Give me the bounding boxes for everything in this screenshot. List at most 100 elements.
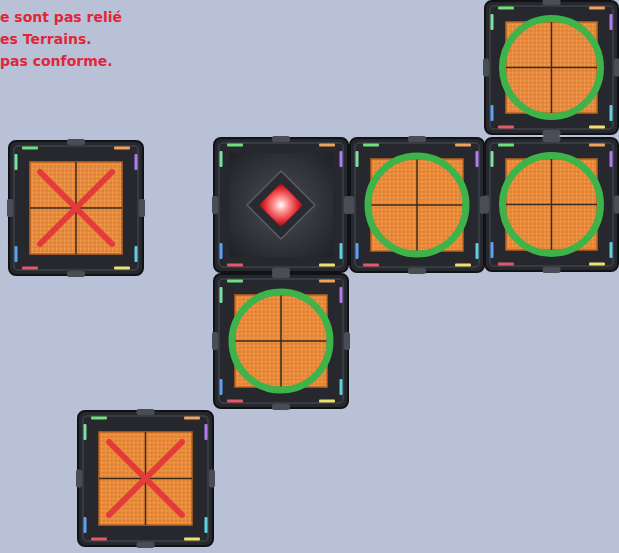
invalid-cross [40,172,112,244]
terrain-divider [506,67,597,69]
edge-notch [543,0,561,5]
edge-notch [209,470,215,488]
edge-notch [137,542,155,548]
tile-bevel [14,146,138,270]
edge-light [91,417,107,420]
valid-circle [232,292,330,390]
tile-frame [214,274,348,408]
label-group: e sont pas reliées Terrains.pas conforme… [0,6,122,72]
edge-light [15,246,18,262]
valid-circle [503,156,601,254]
edge-light [455,264,471,267]
edge-light [610,14,613,30]
terrain-tile [7,139,145,277]
edge-notch [344,332,350,350]
edge-notch [483,59,489,77]
base-diamond [247,171,315,239]
edge-notch [137,409,155,415]
tile-bevel [83,416,208,541]
edge-light [455,144,471,147]
terrain-tile [212,136,350,274]
edge-light [84,424,87,440]
edge-light [84,517,87,533]
edge-light [476,151,479,167]
orange-terrain [30,162,122,254]
tile-frame [214,138,348,272]
edge-light [319,144,335,147]
terrain-tile [212,272,350,410]
edge-notch [7,199,13,217]
edge-light [220,151,223,167]
edge-light [340,243,343,259]
edge-notch [408,136,426,142]
edge-light [610,105,613,121]
tile-bevel [355,143,479,267]
edge-light [340,287,343,303]
edge-light [227,264,243,267]
edge-notch [543,136,561,142]
edge-notch [483,196,489,214]
edge-light [589,263,605,266]
tile-frame [350,138,484,272]
edge-light [205,517,208,533]
terrain-tile [483,0,619,136]
edge-light [227,280,243,283]
edge-light [363,264,379,267]
edge-notch [139,199,145,217]
edge-notch [348,196,354,214]
edge-light [319,400,335,403]
edge-light [498,263,514,266]
edge-light [340,379,343,395]
edge-light [491,105,494,121]
base-panel [229,153,333,257]
edge-light [589,126,605,129]
edge-light [610,151,613,167]
edge-light [491,242,494,258]
tile-frame [78,411,213,546]
edge-light [205,424,208,440]
note-text: pas conforme. [0,50,122,72]
valid-circle [503,19,601,117]
edge-notch [543,130,561,136]
edge-light [589,7,605,10]
edge-notch [408,268,426,274]
tile-frame [9,141,143,275]
tile-frame [485,1,618,134]
edge-light [340,151,343,167]
edge-light [491,151,494,167]
edge-light [491,14,494,30]
edge-light [610,242,613,258]
edge-notch [212,196,218,214]
orange-terrain [506,22,597,113]
edge-notch [67,139,85,145]
terrain-divider [235,340,327,342]
edge-notch [272,272,290,278]
red-gem [259,183,303,227]
edge-light [114,267,130,270]
valid-circle [368,156,466,254]
tile-bevel [219,279,343,403]
edge-light [498,126,514,129]
note-text: es Terrains. [0,28,122,50]
edge-light [498,7,514,10]
orange-terrain [506,159,597,250]
edge-notch [614,59,619,77]
terrain-tile [348,136,486,274]
edge-notch [543,267,561,273]
edge-notch [67,271,85,277]
edge-light [135,246,138,262]
terrain-divider [506,204,597,206]
invalid-cross [109,442,182,515]
edge-notch [76,470,82,488]
edge-light [363,144,379,147]
edge-light [227,144,243,147]
edge-light [220,379,223,395]
edge-light [22,147,38,150]
edge-light [589,144,605,147]
edge-light [91,538,107,541]
terrain-tile [76,409,215,548]
edge-light [22,267,38,270]
tile-bevel [490,6,613,129]
invalid-cross [40,172,112,244]
invalid-cross [109,442,182,515]
